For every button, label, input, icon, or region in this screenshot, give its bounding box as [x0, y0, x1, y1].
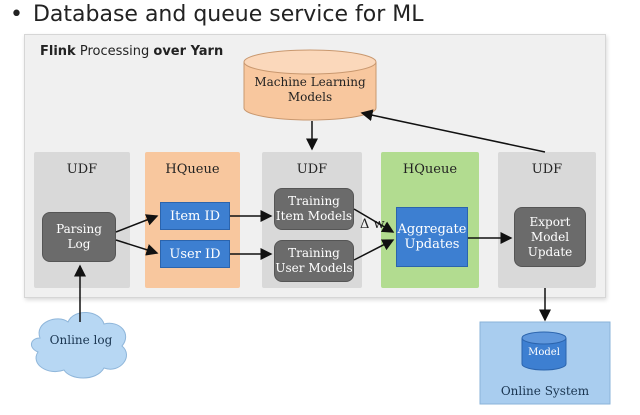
panel-label-yarn: over Yarn	[153, 44, 224, 59]
online-log-label: Online log	[49, 333, 113, 347]
parsing-log-box: Parsing Log	[42, 212, 116, 262]
user-id-box: User ID	[160, 240, 230, 268]
column-title: UDF	[296, 162, 328, 177]
slide-title-text: Database and queue service for ML	[32, 2, 424, 27]
panel-label: Flink Processing over Yarn	[40, 44, 223, 59]
model-cylinder-icon	[521, 331, 567, 371]
ml-models-cylinder-icon	[243, 49, 377, 121]
training-user-models-box: Training User Models	[274, 240, 354, 282]
ml-models-label: Machine Learning Models	[254, 75, 366, 104]
online-system-label: Online System	[500, 384, 590, 398]
column-title: UDF	[531, 162, 563, 177]
panel-label-flink: Flink	[40, 44, 76, 59]
model-label: Model	[528, 346, 560, 358]
column-title: HQueue	[165, 162, 220, 177]
online-log-cloud-icon	[31, 312, 127, 379]
bullet-dot: •	[10, 2, 23, 27]
slide-title: • Database and queue service for ML	[10, 2, 424, 27]
panel-label-processing: Processing	[79, 44, 150, 59]
arrow-parsing-to-itemid	[115, 214, 159, 233]
arrow-item-to-aggregate	[353, 208, 395, 233]
arrow-user-to-aggregate	[353, 239, 395, 261]
export-model-update-box: Export Model Update	[514, 207, 586, 267]
arrow-parsing-to-userid	[115, 239, 159, 256]
item-id-box: Item ID	[160, 202, 230, 230]
training-item-models-box: Training Item Models	[274, 188, 354, 230]
delta-w-label: Δ w	[360, 217, 385, 232]
column-title: UDF	[66, 162, 98, 177]
aggregate-updates-box: Aggregate Updates	[396, 207, 468, 267]
column-title: HQueue	[402, 162, 458, 177]
arrow-export-to-ml	[360, 109, 546, 153]
